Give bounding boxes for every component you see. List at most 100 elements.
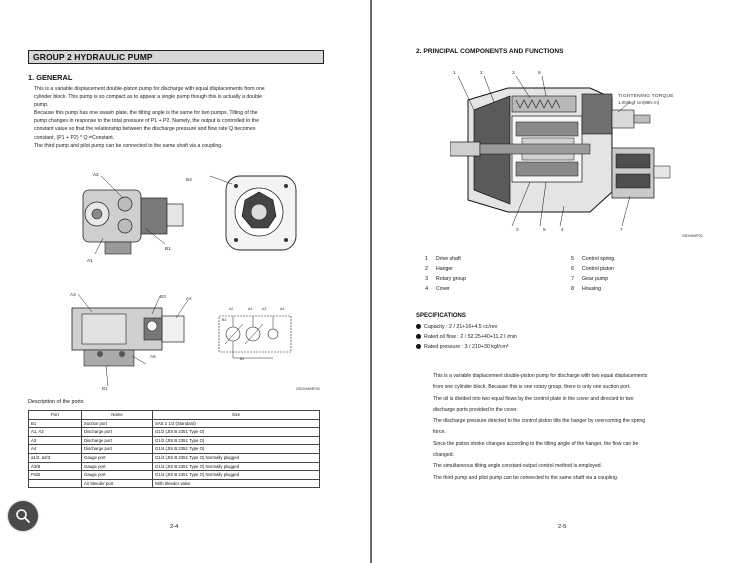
legend-name: Drive shaft — [436, 256, 461, 262]
table-cell: G1/2 (JIS B 2351 Type O) — [152, 435, 320, 446]
callout-2: 2 — [480, 71, 483, 76]
column-header: Port — [28, 410, 82, 420]
table-cell: Gauge port — [81, 470, 153, 480]
legend-name: Gear pump — [582, 276, 608, 282]
text-line: Since the piston stroke changes accordin… — [433, 440, 639, 447]
table-cell: Air bleeder port — [81, 478, 153, 489]
label-a5: A5 — [150, 354, 156, 359]
schematic-label: A3 — [262, 307, 267, 311]
table-cell: Gauge port — [81, 461, 153, 472]
callout-bottom-5: 5 — [543, 228, 546, 233]
specifications-list: Capacity : 2 / 21+16+4.5 cc/rev Rated oi… — [416, 322, 517, 352]
list-item: Capacity : 2 / 21+16+4.5 cc/rev — [416, 322, 517, 332]
label-a3: A3 — [70, 292, 76, 297]
callout-1: 1 — [453, 71, 456, 76]
general-title: 1. GENERAL — [28, 73, 73, 82]
text-line: The oil is divided into two equal flows … — [433, 395, 634, 402]
text-line: This is a variable displacement double-p… — [433, 373, 648, 379]
callout-8: 8 — [538, 71, 541, 76]
list-item: Rated oil flow : 2 / 52.25+40+11.2 l /mi… — [416, 332, 517, 342]
table-cell: G1/4 (JIS B 2351 Type O) Normally plugge… — [152, 461, 320, 472]
legend-number: 6 — [571, 266, 574, 272]
legend-number: 7 — [571, 276, 574, 282]
spec-rated-flow: Rated oil flow : 2 / 52.25+40+11.2 l /mi… — [424, 334, 517, 340]
label-a2: A2 — [93, 172, 99, 177]
figure-code-right: 29D0HMP02 — [682, 234, 703, 238]
schematic-label: B3 — [222, 318, 227, 322]
page-number-left: 2-4 — [170, 524, 179, 530]
page-divider — [370, 0, 372, 563]
text-line: The simultaneous tilting angle constant-… — [433, 463, 603, 470]
table-cell: B1 — [28, 418, 82, 429]
table-cell: G1/2 (JIS B 2351 Type O) — [152, 427, 320, 437]
text-line: pump. — [34, 102, 49, 109]
table-cell: G1/4 (JIS B 2351 Type O) Normally plugge… — [152, 470, 320, 480]
callout-3: 3 — [512, 71, 515, 76]
right-page: 2. PRINCIPAL COMPONENTS AND FUNCTIONS 1 … — [372, 0, 749, 563]
legend-name: Control spring — [582, 256, 615, 262]
pump-section-figure — [450, 75, 671, 227]
legend-number: 5 — [571, 256, 574, 262]
text-line: This is a variable displacement double-p… — [34, 86, 265, 92]
pump-top-view-figure — [71, 293, 189, 387]
table-cell: Discharge port — [81, 444, 153, 454]
table-cell: A4 — [28, 444, 82, 454]
list-item: 2 Hanger — [418, 264, 466, 274]
torque-label: TIGHTENING TORQUE — [618, 94, 674, 99]
list-item: 5 Control spring — [564, 254, 614, 264]
legend-number: 8 — [571, 286, 574, 292]
visual-search-button[interactable] — [8, 501, 38, 531]
label-b1-top: B1 — [102, 386, 108, 391]
schematic-label: A4 — [280, 307, 285, 311]
legend-name: Housing — [582, 286, 602, 292]
functions-paragraph: This is a variable displacement double-p… — [433, 371, 733, 484]
table-cell: With bleeder valve — [152, 478, 320, 489]
bullet-icon — [416, 334, 421, 340]
ports-table-caption: Description of the ports — [28, 399, 84, 405]
text-line: The third pump and pilot pump can be con… — [34, 142, 223, 149]
components-title: 2. PRINCIPAL COMPONENTS AND FUNCTIONS — [416, 48, 564, 55]
legend-name: Cover — [436, 286, 450, 292]
table-cell: Ps/B — [28, 470, 82, 480]
table-cell: SAE 1 1/2 (Standard) — [152, 418, 320, 429]
pump-front-view-figure — [210, 175, 297, 251]
column-header: Name — [81, 410, 153, 420]
text-line: The third pump and pilot pump can be con… — [433, 474, 619, 481]
text-line: The discharge pressure directed to the c… — [433, 418, 646, 425]
schematic-label: B1 — [240, 357, 245, 361]
figure-code: 29DOAHMP02 — [296, 387, 320, 391]
legend-name: Hanger — [436, 266, 454, 272]
text-line: changed. — [433, 452, 454, 459]
schematic-label: A1 — [248, 307, 253, 311]
legend-number: 2 — [425, 266, 428, 272]
specifications-title: SPECIFICATIONS — [416, 313, 466, 319]
list-item: 8 Housing — [564, 284, 614, 294]
bullet-icon — [416, 324, 421, 330]
section-header: GROUP 2 HYDRAULIC PUMP — [28, 50, 324, 64]
label-a1: A1 — [87, 258, 93, 263]
hydraulic-schematic — [218, 315, 292, 359]
section-header-title: GROUP 2 HYDRAULIC PUMP — [33, 52, 153, 62]
table-header-row: Port Name Size — [28, 410, 320, 420]
table-cell: Gauge port — [81, 452, 153, 463]
general-paragraph: This is a variable displacement double-p… — [34, 85, 329, 150]
torque-value: 1,000kgf·cm(98N·m) — [618, 100, 660, 105]
legend-number: 1 — [425, 256, 428, 262]
spec-capacity: Capacity : 2 / 21+16+4.5 cc/rev — [424, 324, 498, 330]
column-header: Size — [152, 410, 320, 420]
spec-rated-pressure: Rated pressure : 3 / 210+30 kgf/cm² — [424, 344, 509, 350]
